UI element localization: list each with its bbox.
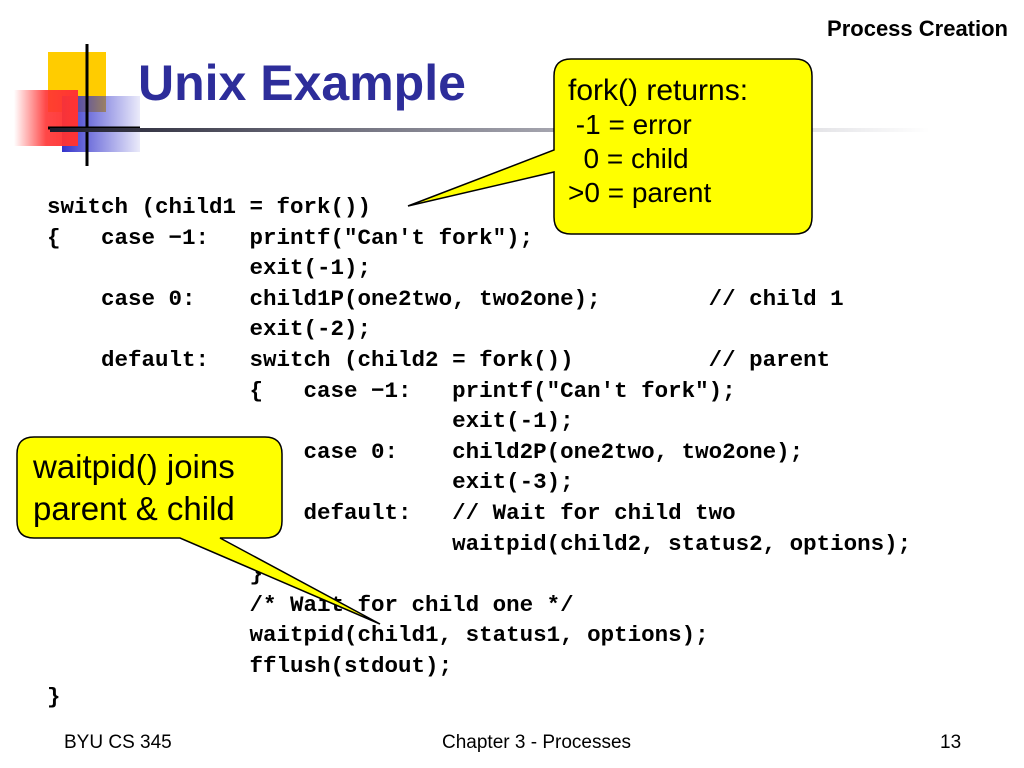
code-line: case 0: child1P(one2two, two2one); // ch… (47, 285, 844, 312)
code-line: default: // Wait for child two (47, 499, 736, 526)
slide-title: Unix Example (138, 55, 466, 111)
waitpid-callout: waitpid() joins parent & child (33, 446, 235, 530)
fork-callout-line: -1 = error (568, 109, 692, 140)
code-line: waitpid(child1, status1, options); (47, 622, 709, 649)
fork-callout: fork() returns: -1 = error 0 = child >0 … (568, 74, 748, 210)
code-line: exit(-1); (47, 408, 574, 435)
code-line: switch (child1 = fork()) (47, 194, 372, 220)
code-line: exit(-2); (47, 316, 372, 343)
fork-callout-title: fork() returns: (568, 74, 749, 107)
code-line: waitpid(child2, status2, options); (47, 530, 912, 557)
code-line: case 0: child2P(one2two, two2one); (47, 438, 804, 465)
waitpid-callout-line: waitpid() joins (33, 448, 235, 485)
code-line: } (47, 683, 61, 710)
header-section-label: Process Creation (827, 16, 1008, 41)
footer-chapter: Chapter 3 - Processes (442, 732, 632, 753)
waitpid-callout-bubble (16, 436, 381, 625)
title-underline (50, 128, 930, 132)
code-block: switch (child1 = fork()) { case −1: print… (47, 192, 911, 712)
code-line: { case −1: printf("Can't fork"); (47, 377, 736, 404)
fork-callout-line: >0 = parent (568, 177, 712, 208)
footer-course: BYU CS 345 (64, 732, 172, 753)
fork-callout-line: 0 = child (568, 143, 689, 174)
footer-page-number: 13 (940, 732, 962, 753)
fork-callout-bubble (407, 58, 813, 235)
waitpid-callout-line: parent & child (33, 490, 235, 527)
code-line: fflush(stdout); (47, 652, 453, 679)
logo-red-square (14, 90, 78, 146)
code-line: /* Wait for child one */ (47, 591, 574, 618)
code-line: exit(-3); (47, 469, 574, 496)
code-line: { case −1: printf("Can't fork"); (47, 224, 534, 251)
code-line: exit(-1); (47, 255, 372, 282)
code-line: default: switch (child2 = fork()) // par… (47, 346, 831, 373)
